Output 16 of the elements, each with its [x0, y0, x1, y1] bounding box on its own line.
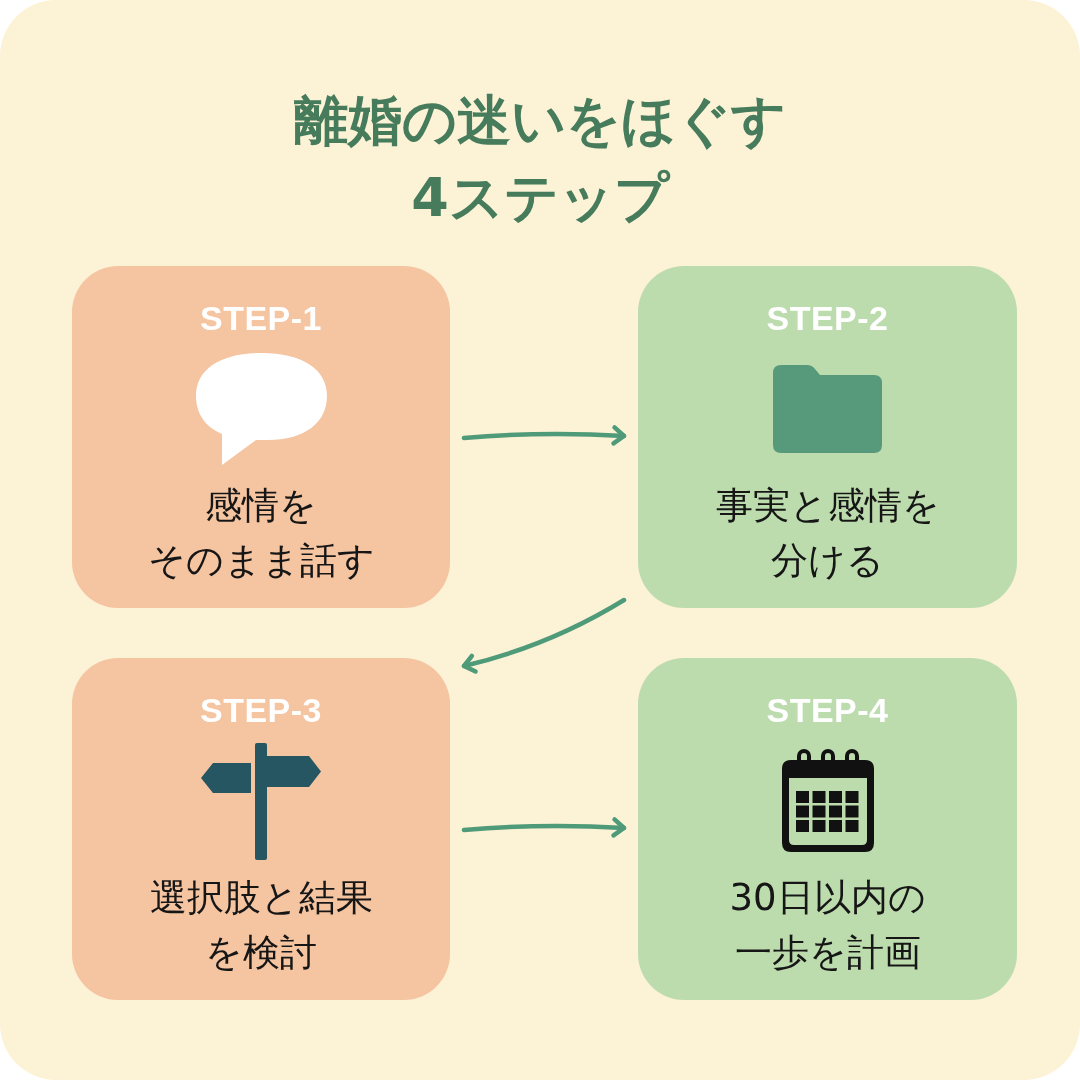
- step-label: STEP-3: [199, 690, 322, 730]
- arrow: [461, 817, 627, 838]
- step-label: STEP-2: [766, 298, 889, 338]
- step-text: 選択肢と結果を検討: [149, 875, 373, 976]
- arrow: [461, 425, 627, 446]
- step-text: 感情をそのまま話す: [147, 483, 375, 584]
- step-card: [638, 266, 1017, 608]
- step-card: [638, 658, 1017, 1000]
- arrow: [461, 597, 627, 674]
- step-card: [72, 266, 450, 608]
- step-text: 30日以内の一歩を計画: [729, 875, 926, 976]
- step-label: STEP-4: [766, 690, 889, 730]
- step-text: 事実と感情を分ける: [715, 483, 940, 584]
- step-card: [72, 658, 450, 1000]
- title: 離婚の迷いをほぐす4ステップ: [294, 88, 786, 231]
- step-label: STEP-1: [199, 298, 322, 338]
